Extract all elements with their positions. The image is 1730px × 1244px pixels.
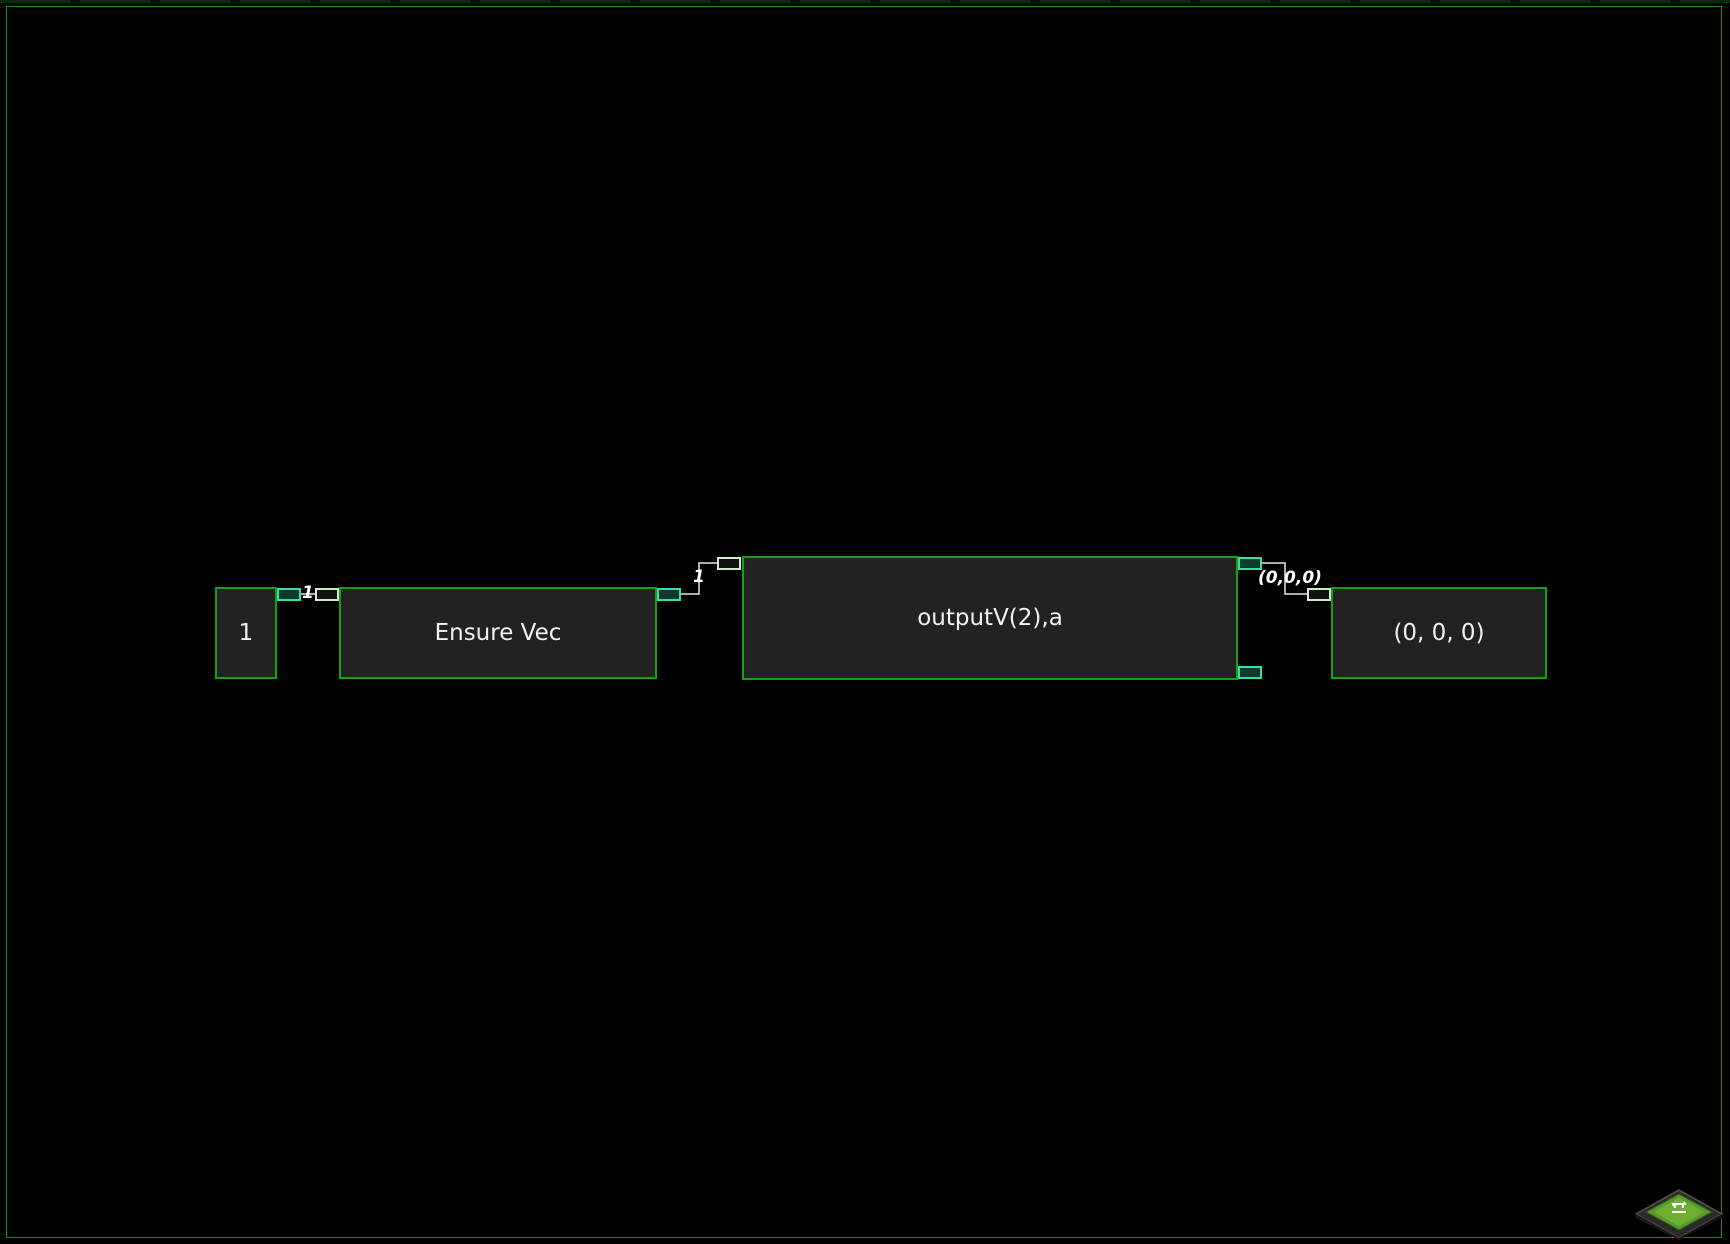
result-node[interactable]: (0, 0, 0) xyxy=(1331,587,1547,679)
ensure-vec-input-port[interactable] xyxy=(315,588,339,601)
constant-node[interactable]: 1 xyxy=(215,587,277,679)
output-node[interactable]: outputV(2),a xyxy=(742,556,1238,680)
ensure-vec-node-label: Ensure Vec xyxy=(434,620,562,646)
wire-output-to-result xyxy=(1262,562,1307,595)
top-toolbar-strip xyxy=(0,0,1730,3)
constant-output-port[interactable] xyxy=(277,588,301,601)
result-input-port[interactable] xyxy=(1307,588,1331,601)
ensure-vec-output-port[interactable] xyxy=(657,588,681,601)
output-node-input-port[interactable] xyxy=(717,557,741,570)
result-node-label: (0, 0, 0) xyxy=(1393,620,1485,646)
edge-label-output-to-result: (0,0,0) xyxy=(1258,568,1322,588)
output-node-value-port[interactable] xyxy=(1238,557,1262,570)
wire-ensure-to-output xyxy=(681,562,717,595)
edge-label-const-to-ensure: 1 xyxy=(302,583,314,603)
ensure-vec-node[interactable]: Ensure Vec xyxy=(339,587,657,679)
graph-canvas[interactable] xyxy=(6,6,1722,1238)
constant-node-label: 1 xyxy=(238,620,254,646)
output-node-secondary-port[interactable] xyxy=(1238,666,1262,679)
output-node-label: outputV(2),a xyxy=(917,605,1063,631)
circuit-board-tray-icon[interactable] xyxy=(1632,1182,1726,1244)
edge-label-ensure-to-output: 1 xyxy=(693,567,705,587)
